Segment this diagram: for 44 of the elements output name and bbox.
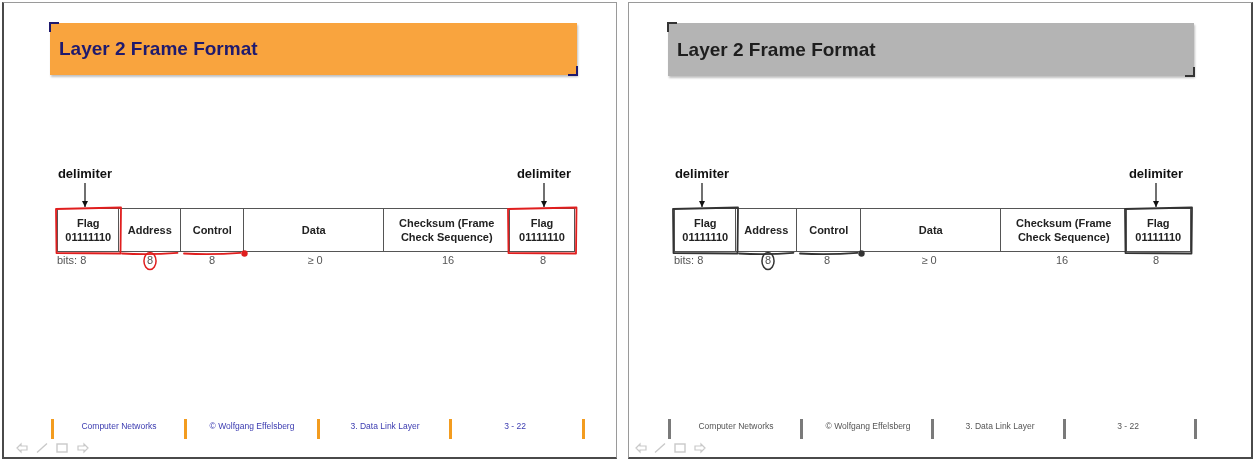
field-size-label: ≥ 0 bbox=[921, 254, 937, 267]
footer-text: © Wolfgang Effelsberg bbox=[825, 421, 911, 432]
frame-field: Data bbox=[860, 208, 1002, 252]
field-size-label: 8 bbox=[823, 254, 831, 267]
frame-field: Flag 01111110 bbox=[674, 208, 737, 252]
field-size-label: 8 bbox=[1152, 254, 1160, 267]
field-size-label: 8 bbox=[764, 254, 772, 267]
delimiter-label: delimiter bbox=[674, 166, 730, 181]
footer-text: © Wolfgang Effelsberg bbox=[209, 421, 295, 432]
field-size-label: 8 bbox=[208, 254, 216, 267]
slide-title: Layer 2 Frame Format bbox=[59, 38, 258, 60]
field-size-label: 8 bbox=[146, 254, 154, 267]
footer-text: Computer Networks bbox=[81, 421, 157, 432]
field-size-label: 8 bbox=[539, 254, 547, 267]
delimiter-label: delimiter bbox=[1128, 166, 1184, 181]
frame-field: Address bbox=[735, 208, 798, 252]
frame-field: Flag 01111110 bbox=[1126, 208, 1191, 252]
frame-field: Flag 01111110 bbox=[509, 208, 575, 252]
frame-field: Control bbox=[796, 208, 862, 252]
field-size-label: bits: 8 bbox=[674, 254, 704, 267]
slide-title: Layer 2 Frame Format bbox=[677, 38, 876, 61]
field-size-label: 16 bbox=[441, 254, 455, 267]
arrow bbox=[1153, 182, 1159, 208]
frame-field: Control bbox=[180, 208, 245, 252]
frame-field: Data bbox=[243, 208, 385, 252]
frame-field: Flag 01111110 bbox=[57, 208, 120, 252]
title-banner bbox=[50, 23, 577, 75]
field-size-label: 16 bbox=[1055, 254, 1069, 267]
footer-text: 3. Data Link Layer bbox=[965, 421, 1035, 432]
frame-field: Checksum (Frame Check Sequence) bbox=[383, 208, 511, 252]
arrow bbox=[541, 182, 547, 208]
page-number: 3 - 22 bbox=[504, 421, 526, 432]
field-size-label: bits: 8 bbox=[57, 254, 87, 267]
arrow bbox=[82, 182, 88, 208]
frame-field: Address bbox=[118, 208, 182, 252]
field-size-label: ≥ 0 bbox=[307, 254, 323, 267]
footer-text: Computer Networks bbox=[698, 421, 774, 432]
page-number: 3 - 22 bbox=[1117, 421, 1139, 432]
footer-text: 3. Data Link Layer bbox=[350, 421, 420, 432]
delimiter-label: delimiter bbox=[57, 166, 113, 181]
title-banner bbox=[668, 23, 1194, 76]
delimiter-label: delimiter bbox=[516, 166, 572, 181]
arrow bbox=[699, 182, 705, 208]
frame-field: Checksum (Frame Check Sequence) bbox=[1000, 208, 1128, 252]
